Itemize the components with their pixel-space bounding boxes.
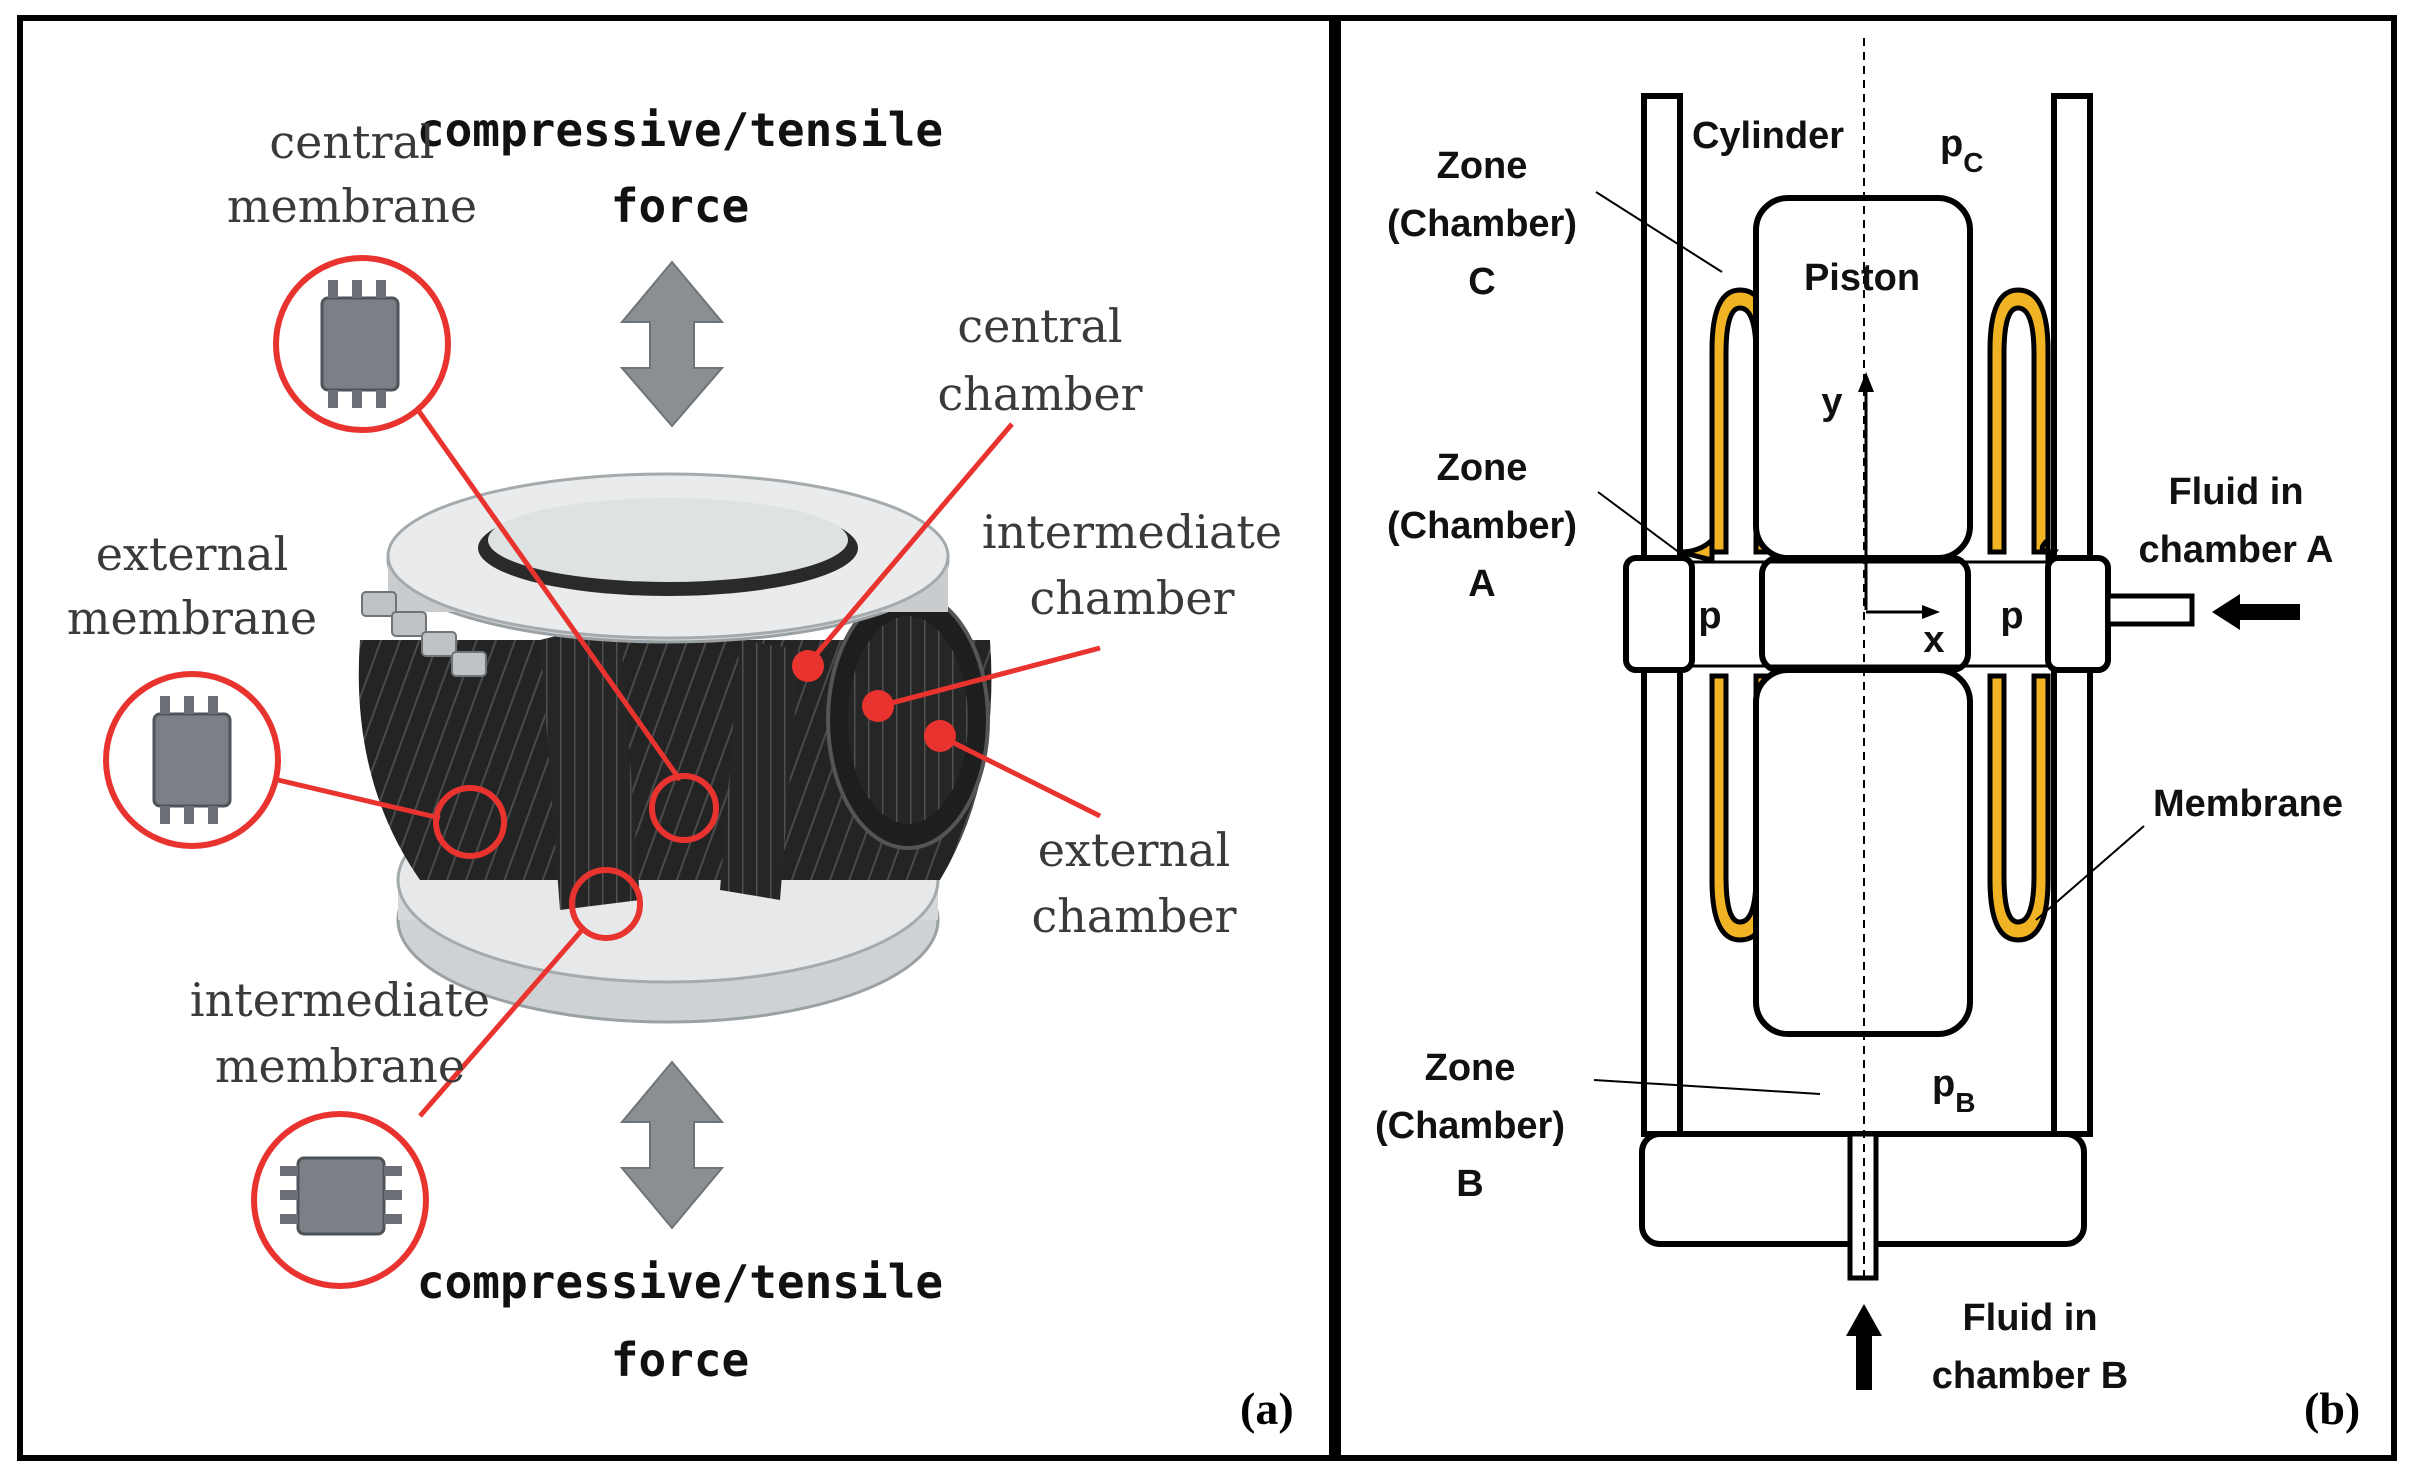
central-membrane-callout bbox=[273, 255, 719, 843]
panel-a: compressive/tensile force compressive/te… bbox=[17, 15, 1335, 1461]
intermediate-membrane-line1: intermediate bbox=[190, 973, 490, 1027]
external-chamber-line2: chamber bbox=[1031, 889, 1236, 943]
zone-b-line3: B bbox=[1456, 1163, 1483, 1205]
zone-b-leader bbox=[1593, 1079, 1821, 1095]
fluid-a-line2: chamber A bbox=[2139, 529, 2334, 571]
bearing-illustration bbox=[358, 472, 992, 1024]
zone-b-line2: (Chamber) bbox=[1375, 1105, 1565, 1147]
chamber-a-left-block bbox=[1623, 555, 1695, 673]
force-arrow-top-icon bbox=[619, 260, 725, 428]
force-top-line2: force bbox=[611, 179, 749, 233]
zone-c-leader bbox=[1595, 191, 1723, 273]
chip-icon bbox=[296, 1156, 386, 1236]
panel-a-border bbox=[17, 15, 1335, 1461]
panel-a-label: (a) bbox=[1240, 1383, 1294, 1434]
central-chamber-line1: central bbox=[957, 299, 1122, 353]
external-membrane-line2: membrane bbox=[67, 591, 317, 645]
chamber-a-right-block bbox=[2045, 555, 2111, 673]
intermediate-chamber-line2: chamber bbox=[1029, 571, 1234, 625]
external-membrane-callout bbox=[103, 671, 507, 859]
force-top-line1: compressive/tensile bbox=[417, 103, 943, 157]
external-chamber-line1: external bbox=[1038, 823, 1231, 877]
panel-b: y x p p pC pB Cylinder Piston Zone (Cham… bbox=[1335, 15, 2397, 1461]
zone-a-leader bbox=[1597, 491, 1685, 557]
zone-a-line2: (Chamber) bbox=[1387, 505, 1577, 547]
zone-b-line1: Zone bbox=[1425, 1047, 1516, 1089]
intermediate-chamber-callout bbox=[862, 645, 1101, 722]
fluid-b-line1: Fluid in bbox=[1962, 1297, 2097, 1339]
panel-b-label: (b) bbox=[2304, 1383, 2360, 1434]
y-axis-label: y bbox=[1821, 381, 1842, 423]
central-chamber-callout bbox=[792, 422, 1014, 682]
zone-c-line2: (Chamber) bbox=[1387, 203, 1577, 245]
central-membrane-line1: central bbox=[269, 115, 434, 169]
force-arrow-bottom-icon bbox=[619, 1060, 725, 1230]
pressure-p-left: p bbox=[1698, 595, 1721, 637]
membrane-label: Membrane bbox=[2153, 783, 2343, 825]
x-axis-label: x bbox=[1923, 619, 1944, 661]
y-axis-arrow-icon bbox=[1858, 372, 1874, 392]
external-chamber-callout bbox=[924, 720, 1102, 819]
membrane-leader bbox=[2035, 825, 2145, 921]
chip-icon bbox=[152, 712, 232, 808]
fluid-a-arrow-icon bbox=[2212, 594, 2300, 630]
force-bottom-line1: compressive/tensile bbox=[417, 1255, 943, 1309]
x-axis-arrow-icon bbox=[1922, 605, 1940, 619]
zone-a-line3: A bbox=[1468, 563, 1495, 605]
zone-c-line1: Zone bbox=[1437, 145, 1528, 187]
intermediate-chamber-line1: intermediate bbox=[982, 505, 1282, 559]
chip-icon bbox=[320, 296, 400, 392]
panel-b-border bbox=[1335, 15, 2397, 1461]
zone-c-line3: C bbox=[1468, 261, 1495, 303]
fluid-a-line1: Fluid in bbox=[2168, 471, 2303, 513]
pressure-pc: pC bbox=[1940, 123, 1983, 178]
central-membrane-line2: membrane bbox=[227, 179, 477, 233]
force-bottom-line2: force bbox=[611, 1333, 749, 1387]
intermediate-membrane-line2: membrane bbox=[215, 1039, 465, 1093]
pressure-p-right: p bbox=[2000, 595, 2023, 637]
external-membrane-line1: external bbox=[96, 527, 289, 581]
fluid-b-arrow-icon bbox=[1846, 1304, 1882, 1390]
zone-a-line1: Zone bbox=[1437, 447, 1528, 489]
piston-label: Piston bbox=[1804, 257, 1920, 299]
cylinder-label: Cylinder bbox=[1692, 115, 1844, 157]
central-chamber-line2: chamber bbox=[937, 367, 1142, 421]
inlet-pipe-a bbox=[2105, 593, 2195, 627]
pressure-pb: pB bbox=[1932, 1063, 1975, 1118]
intermediate-membrane-callout bbox=[251, 867, 643, 1289]
fluid-b-line2: chamber B bbox=[1932, 1355, 2128, 1397]
